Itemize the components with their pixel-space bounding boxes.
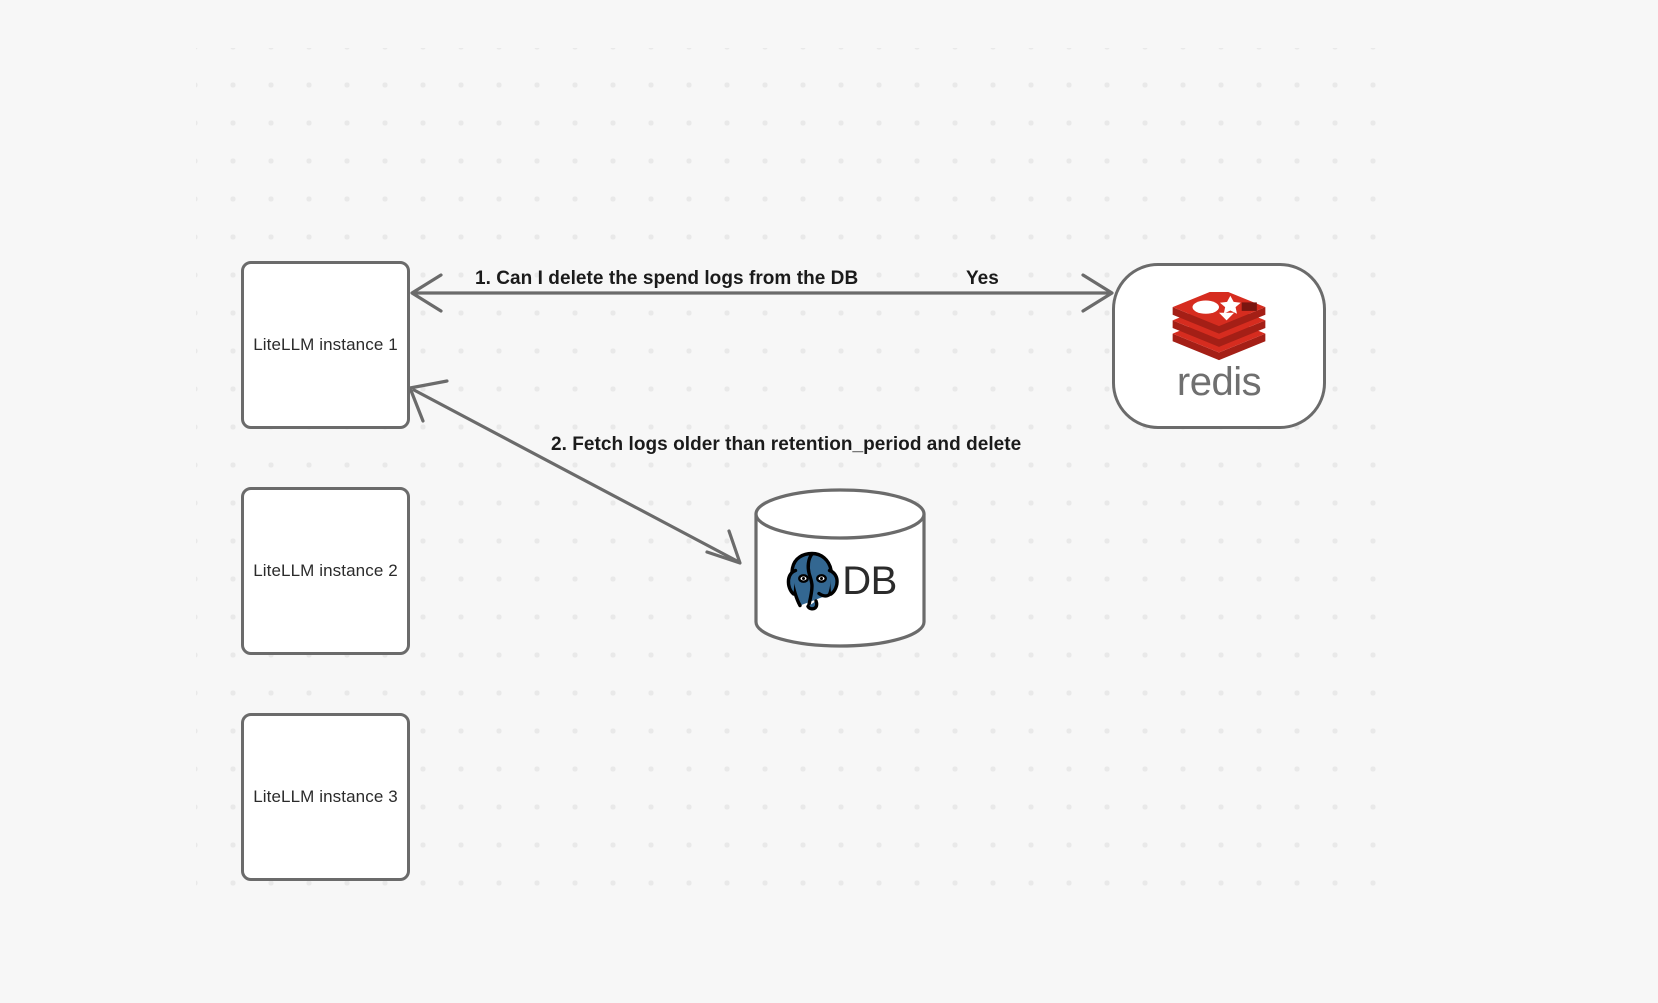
database-node-contents: DB (753, 545, 927, 617)
node-redis[interactable]: redis (1112, 263, 1326, 429)
database-cylinder-shape (754, 488, 926, 648)
edge-instance1-database (408, 379, 742, 565)
database-label: DB (842, 559, 897, 603)
redis-wordmark: redis (1176, 359, 1262, 404)
arrowhead-right (1081, 273, 1114, 313)
node-label: LiteLLM instance 3 (253, 787, 398, 806)
node-litellm-instance-3[interactable]: LiteLLM instance 3 (241, 713, 410, 881)
node-database[interactable]: DB (753, 487, 927, 649)
node-label: LiteLLM instance 1 (253, 335, 398, 354)
edge-label-step-1-reply: Yes (966, 268, 999, 289)
edge-label-step-1: 1. Can I delete the spend logs from the … (475, 268, 859, 289)
node-litellm-instance-2[interactable]: LiteLLM instance 2 (241, 487, 410, 655)
node-litellm-instance-1[interactable]: LiteLLM instance 1 (241, 261, 410, 429)
arrowhead-upper-left (408, 379, 449, 423)
node-label: LiteLLM instance 2 (253, 561, 398, 580)
arrowhead-lower-right (705, 529, 742, 565)
redis-logo-icon (1172, 291, 1266, 360)
postgresql-elephant-icon (786, 551, 839, 611)
edge-label-step-2: 2. Fetch logs older than retention_perio… (551, 434, 1022, 455)
arrowhead-left (410, 273, 443, 313)
